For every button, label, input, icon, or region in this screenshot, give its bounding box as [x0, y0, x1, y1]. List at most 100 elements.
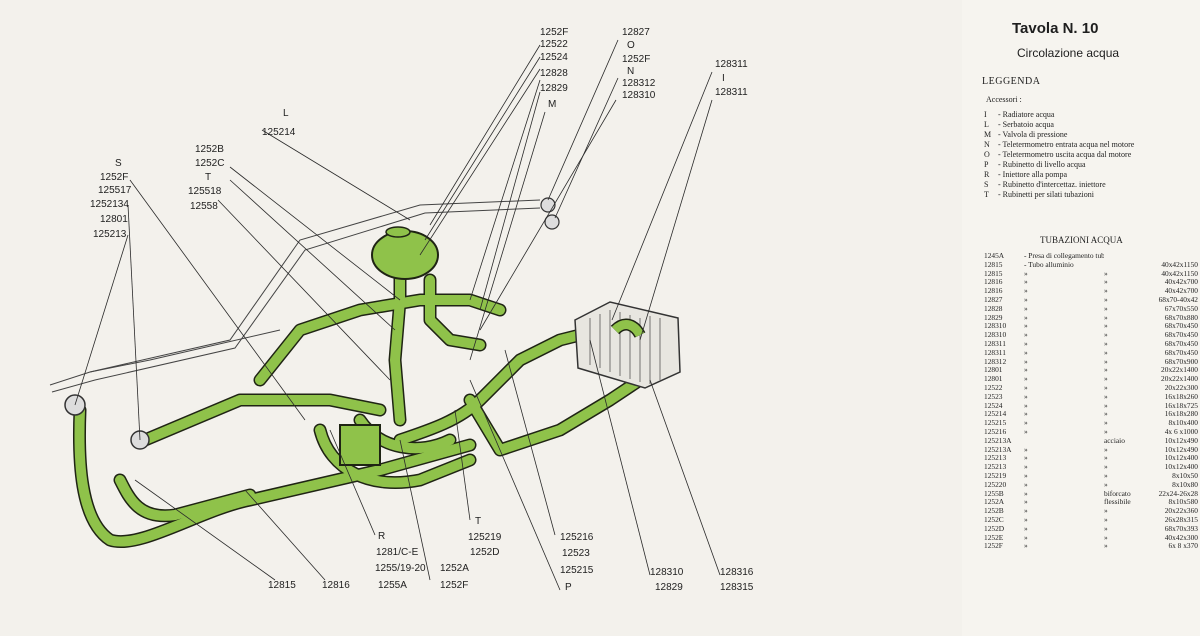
- table-row: 12801»»20x22x1400: [984, 366, 1198, 375]
- pipe-desc: - Tubo alluminio: [1024, 260, 1074, 269]
- callout-label: 12829: [655, 582, 683, 593]
- accessories-label: Accessori :: [986, 95, 1022, 104]
- pipe-code: 12523: [984, 391, 1003, 401]
- legend-text: - Teletermometro entrata acqua nel motor…: [998, 140, 1135, 149]
- pipe-desc: »: [1024, 515, 1028, 524]
- pipe-material: »: [1104, 277, 1108, 287]
- table-row: 1252F»»6x 8 x370: [984, 541, 1198, 551]
- pipe-code: 1252D: [984, 523, 1005, 533]
- pipe-size: 10x12x400: [1164, 462, 1198, 472]
- callout-label: 1252F: [440, 580, 468, 591]
- legend-key: R: [984, 170, 990, 179]
- tubazioni-heading: TUBAZIONI ACQUA: [1040, 235, 1123, 245]
- pipe-desc: »: [1024, 392, 1028, 401]
- pipe-code: 128310: [984, 321, 1007, 331]
- pipe-size: 26x28x315: [1164, 514, 1198, 524]
- pipe-code: 128311: [984, 338, 1006, 348]
- pipe-material: »: [1104, 479, 1108, 489]
- callout-label: 125213: [93, 229, 127, 240]
- pipe-code: 125216: [984, 426, 1007, 436]
- water-tank: [371, 226, 439, 280]
- pipe-code: 125213A: [984, 444, 1012, 454]
- pipe-desc: »: [1024, 507, 1028, 516]
- callout-label: 125214: [262, 127, 296, 138]
- pipe-size: 16x18x260: [1164, 391, 1198, 401]
- pipe-material: »: [1104, 532, 1108, 542]
- callout-label: 128311: [715, 87, 748, 98]
- legend-key: S: [984, 180, 989, 189]
- pipe-desc: »: [1024, 348, 1028, 357]
- pipe-material: »: [1104, 347, 1108, 357]
- callout-label: T: [205, 172, 211, 183]
- callout-label: 1252C: [195, 158, 224, 169]
- callout-label: 1255A: [378, 580, 407, 591]
- callout-label: 12522: [540, 39, 568, 50]
- callout-label: 12558: [190, 201, 218, 212]
- legend-item: I- Radiatore acqua: [984, 110, 1196, 120]
- pipe-material: [1104, 261, 1144, 270]
- pipe-size: 8x10x80: [1172, 479, 1198, 489]
- table-row: 128312»»68x70x900: [984, 356, 1198, 367]
- pipe-size: 40x42x300: [1164, 532, 1198, 542]
- table-row: 12829»»68x70x880: [984, 312, 1198, 323]
- legend-text: - Radiatore acqua: [998, 110, 1055, 119]
- legend-item: S- Rubinetto d'intercettaz. iniettore: [984, 180, 1196, 190]
- table-row: 12524»»16x18x725: [984, 401, 1198, 411]
- pipe-size: 68x70x450: [1164, 330, 1198, 340]
- table-row: 125215»»8x10x400: [984, 418, 1198, 428]
- pipe-material: »: [1104, 453, 1108, 463]
- pipe-material: »: [1104, 462, 1108, 472]
- legend-item: O- Teletermometro uscita acqua dal motor…: [984, 150, 1196, 160]
- callout-label: 128316: [720, 567, 754, 578]
- pipe-size: 68x70x880: [1164, 312, 1198, 322]
- callout-label: 125215: [560, 565, 594, 576]
- pipe-code: 125219: [984, 470, 1007, 480]
- pipe-size: 68x70x900: [1164, 356, 1198, 366]
- table-row: 128311»»68x70x450: [984, 338, 1198, 349]
- pipe-size: 67x70x550: [1164, 303, 1198, 313]
- pipe-desc: »: [1024, 533, 1028, 542]
- pipe-code: 12801: [984, 374, 1003, 384]
- page-subtitle: Circolazione acqua: [1017, 46, 1120, 60]
- pipe-material: »: [1104, 426, 1108, 436]
- callout-label: 1252F: [540, 27, 568, 38]
- pipe-size: 4x 6 x1000: [1164, 426, 1198, 436]
- table-row: 12815»»40x42x1150: [984, 269, 1198, 279]
- callout-label: O: [627, 40, 635, 51]
- callout-label: 128315: [720, 582, 754, 593]
- table-row: 125213»»10x12x400: [984, 462, 1198, 472]
- callout-label: N: [627, 66, 634, 77]
- pipe-material: »: [1104, 365, 1108, 375]
- pipe-material: »: [1104, 382, 1108, 392]
- legend-text: - Valvola di pressione: [998, 130, 1068, 139]
- pipe-desc: »: [1024, 375, 1028, 384]
- table-row: 125216 » » 4x 6 x1000: [984, 426, 1198, 437]
- pipe-code: 128311: [984, 347, 1006, 357]
- pipe-desc: »: [1024, 366, 1028, 375]
- pipe-size: 20x22x360: [1164, 506, 1198, 516]
- callout-label: 1252B: [195, 144, 224, 155]
- callout-label: 1252A: [440, 563, 469, 574]
- callout-label: 128310: [622, 90, 656, 101]
- callout-label: 1281/C-E: [376, 547, 419, 558]
- pipe-size: 10x12x490: [1164, 435, 1198, 445]
- pipe-material: »: [1104, 374, 1108, 384]
- pipe-material: »: [1104, 303, 1108, 313]
- pipe-desc: »: [1024, 401, 1028, 410]
- pipe-desc: »: [1024, 427, 1028, 436]
- table-row: 12828»»67x70x550: [984, 303, 1198, 314]
- pipe-size: 8x10x50: [1172, 470, 1198, 480]
- pipe-size: 10x12x490: [1164, 444, 1198, 454]
- pipe-desc: »: [1024, 410, 1028, 419]
- pipe-desc: »: [1024, 383, 1028, 392]
- pipe-code: 1252F: [984, 541, 1003, 551]
- callout-label: S: [115, 158, 122, 169]
- table-row: 128310»»68x70x450: [984, 330, 1198, 340]
- pipe-code: 12816: [984, 286, 1003, 296]
- pipe-material: »: [1104, 523, 1108, 533]
- pipe-material: »: [1104, 541, 1108, 551]
- callout-label: 128310: [650, 567, 684, 578]
